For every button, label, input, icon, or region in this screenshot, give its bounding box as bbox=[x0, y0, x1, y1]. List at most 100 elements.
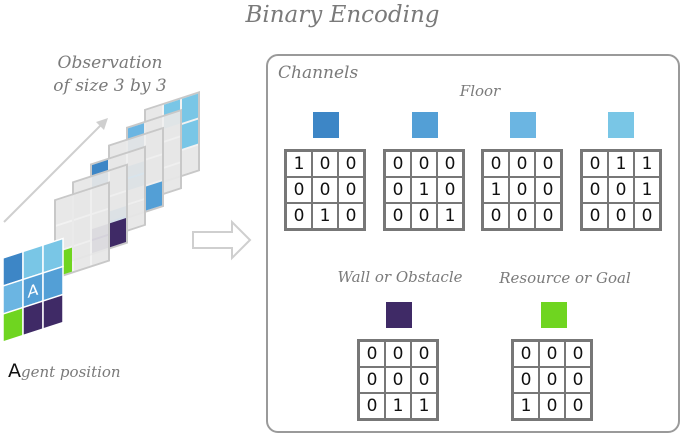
plane-cell bbox=[128, 200, 144, 230]
grid-cell: 0 bbox=[539, 393, 565, 419]
plane-cell bbox=[56, 195, 72, 225]
hollow-arrow-icon bbox=[192, 219, 252, 261]
grid-cell: 0 bbox=[483, 203, 509, 229]
plane-cell bbox=[110, 218, 126, 248]
agent-grid-cell bbox=[22, 300, 44, 337]
agent-label-rest: gent position bbox=[21, 363, 121, 381]
grid-cell: 1 bbox=[411, 177, 437, 203]
grid-cell: 0 bbox=[385, 151, 411, 177]
floor-swatch-3 bbox=[510, 112, 536, 138]
agent-cell-letter: A bbox=[28, 280, 40, 302]
grid-cell: 0 bbox=[385, 177, 411, 203]
grid-cell: 0 bbox=[437, 177, 463, 203]
plane-cell bbox=[182, 119, 198, 149]
plane-cell bbox=[74, 189, 90, 219]
plane-cell bbox=[146, 155, 162, 185]
grid-cell: 0 bbox=[535, 177, 561, 203]
channels-label: Channels bbox=[278, 63, 359, 83]
grid-cell: 0 bbox=[359, 341, 385, 367]
grid-cell: 0 bbox=[509, 203, 535, 229]
wall-swatch bbox=[386, 302, 412, 328]
grid-cell: 0 bbox=[312, 151, 338, 177]
plane-cell bbox=[164, 111, 180, 141]
grid-cell: 0 bbox=[312, 177, 338, 203]
grid-cell: 1 bbox=[286, 151, 312, 177]
grid-cell: 0 bbox=[582, 177, 608, 203]
agent-grid-cell bbox=[2, 306, 24, 344]
plane-cell bbox=[146, 181, 162, 211]
agent-letter: A bbox=[8, 360, 21, 382]
channels-panel bbox=[266, 54, 680, 433]
grid-cell: 1 bbox=[385, 393, 411, 419]
grid-cell: 0 bbox=[385, 367, 411, 393]
grid-cell: 0 bbox=[286, 203, 312, 229]
observation-label-line-1: Observation bbox=[57, 53, 163, 73]
grid-cell: 0 bbox=[385, 341, 411, 367]
grid-cell: 0 bbox=[565, 367, 591, 393]
grid-cell: 0 bbox=[437, 151, 463, 177]
grid-cell: 0 bbox=[411, 203, 437, 229]
floor-label: Floor bbox=[459, 82, 501, 100]
resource-label: Resource or Goal bbox=[499, 269, 631, 287]
agent-grid-cell bbox=[42, 293, 64, 331]
grid-cell: 0 bbox=[565, 393, 591, 419]
plane-cell bbox=[92, 183, 108, 214]
grid-cell: 0 bbox=[634, 203, 660, 229]
wall-label: Wall or Obstacle bbox=[337, 268, 463, 286]
resource-swatch bbox=[541, 302, 567, 328]
grid-cell: 0 bbox=[539, 367, 565, 393]
plane-cell bbox=[92, 235, 108, 266]
grid-cell: 1 bbox=[437, 203, 463, 229]
direction-arrow-line bbox=[3, 122, 104, 223]
plane-cell bbox=[164, 163, 180, 193]
floor-swatch-2 bbox=[412, 112, 438, 138]
plane-cell bbox=[146, 129, 162, 159]
grid-cell: 1 bbox=[608, 151, 634, 177]
grid-cell: 1 bbox=[411, 393, 437, 419]
plane-cell bbox=[74, 215, 90, 245]
grid-cell: 0 bbox=[509, 177, 535, 203]
page-title: Binary Encoding bbox=[245, 2, 440, 28]
grid-cell: 0 bbox=[513, 341, 539, 367]
plane-cell bbox=[128, 148, 144, 178]
grid-cell: 0 bbox=[483, 151, 509, 177]
grid-cell: 1 bbox=[634, 151, 660, 177]
grid-cell: 0 bbox=[509, 151, 535, 177]
grid-cell: 0 bbox=[513, 367, 539, 393]
grid-cell: 0 bbox=[338, 177, 364, 203]
grid-cell: 0 bbox=[411, 367, 437, 393]
observation-planes bbox=[54, 91, 200, 280]
grid-cell: 0 bbox=[359, 367, 385, 393]
grid-cell: 1 bbox=[634, 177, 660, 203]
grid-cell: 1 bbox=[483, 177, 509, 203]
grid-cell: 0 bbox=[565, 341, 591, 367]
grid-cell: 0 bbox=[385, 203, 411, 229]
observation-label-line-2: of size 3 by 3 bbox=[53, 76, 167, 96]
floor-swatch-4 bbox=[608, 112, 634, 138]
plane-cell bbox=[110, 192, 126, 222]
grid-cell: 0 bbox=[608, 203, 634, 229]
grid-cell: 0 bbox=[338, 203, 364, 229]
grid-cell: 0 bbox=[359, 393, 385, 419]
grid-cell: 0 bbox=[539, 341, 565, 367]
grid-cell: 0 bbox=[535, 151, 561, 177]
observation-label: Observation of size 3 by 3 bbox=[30, 52, 190, 98]
grid-cell: 0 bbox=[608, 177, 634, 203]
grid-cell: 1 bbox=[312, 203, 338, 229]
grid-cell: 0 bbox=[582, 203, 608, 229]
grid-cell: 0 bbox=[535, 203, 561, 229]
plane-cell bbox=[110, 166, 126, 196]
plane-cell bbox=[74, 241, 90, 271]
plane-cell bbox=[164, 137, 180, 167]
grid-cell: 0 bbox=[411, 341, 437, 367]
grid-cell: 1 bbox=[513, 393, 539, 419]
plane-cell bbox=[128, 174, 144, 204]
plane-cell bbox=[92, 209, 108, 240]
plane-cell bbox=[182, 93, 198, 123]
